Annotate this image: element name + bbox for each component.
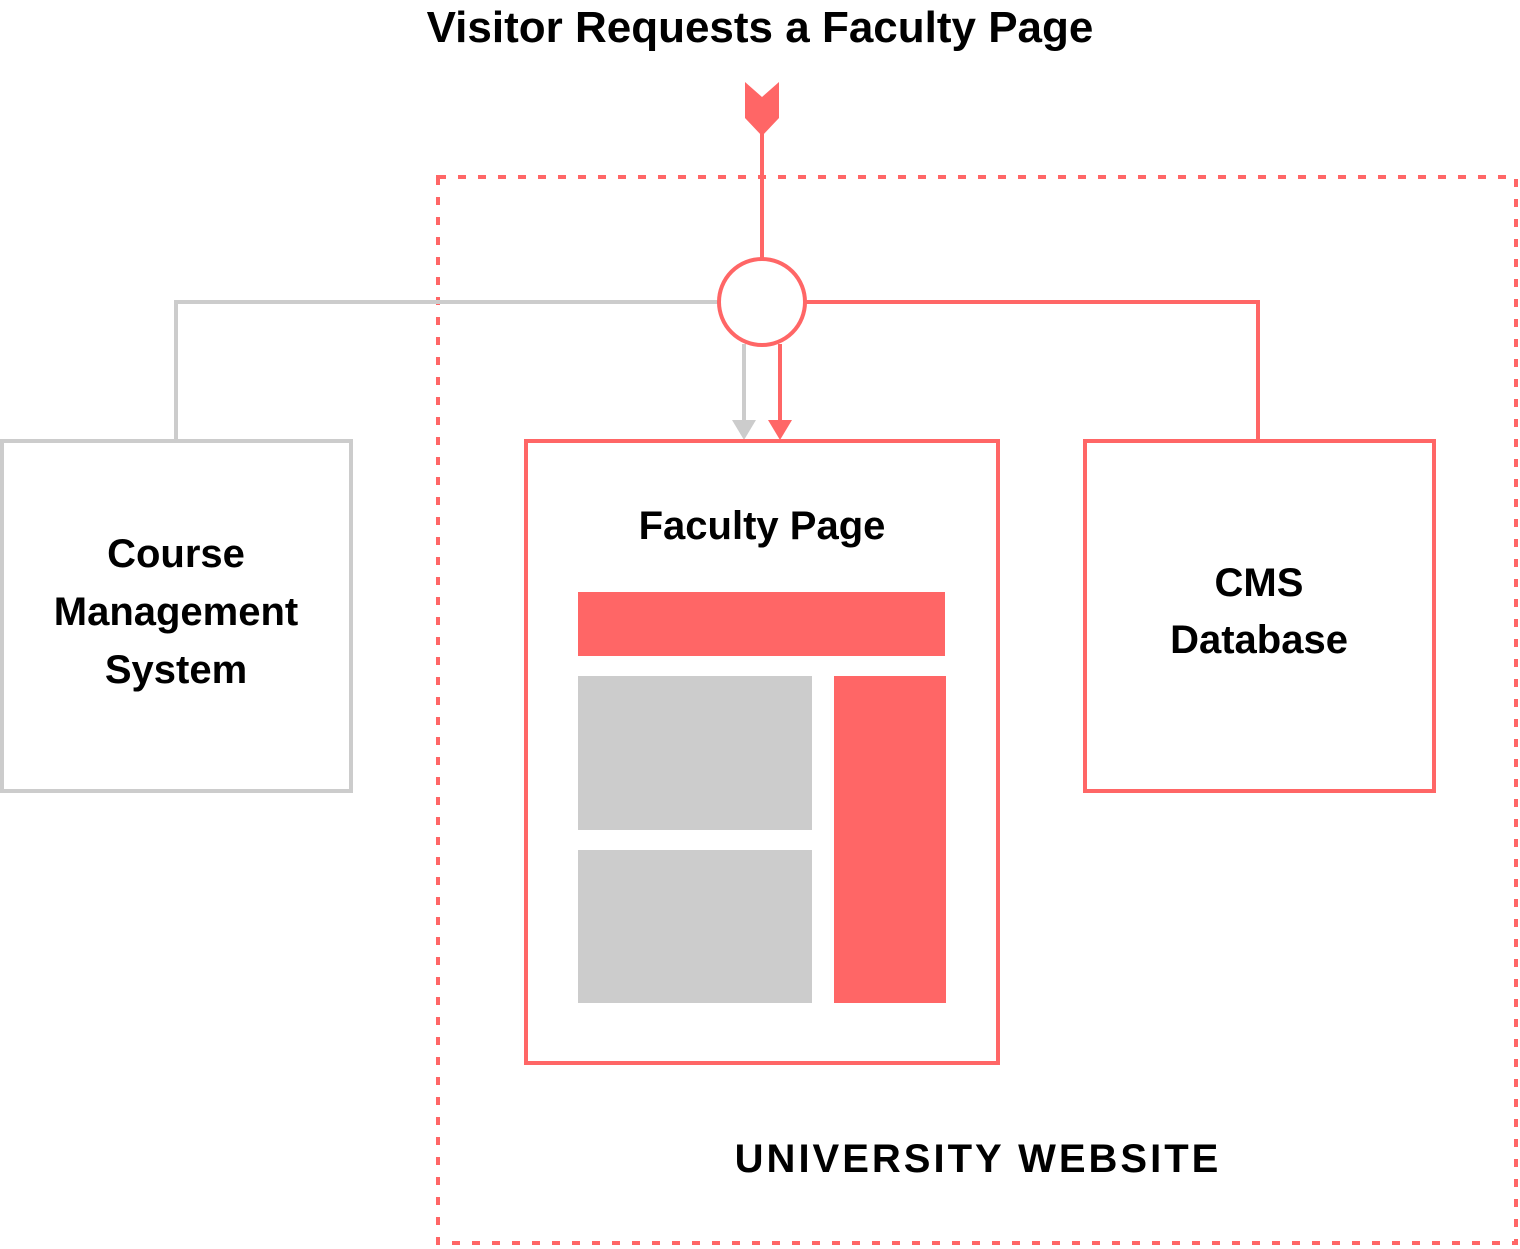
page-sidebar-block <box>834 676 946 1003</box>
course-management-label-line1: Course <box>107 532 245 576</box>
page-header-block <box>578 592 945 656</box>
university-website-label: UNIVERSITY WEBSITE <box>735 1137 1222 1181</box>
page-content-block-2 <box>578 850 812 1003</box>
visitor-request-arrow-icon <box>745 82 779 136</box>
faculty-page-node: Faculty Page <box>524 439 1000 1065</box>
faculty-page-label: Faculty Page <box>639 504 886 548</box>
cms-database-label-line2: Database <box>1170 618 1348 662</box>
gray-arrowhead-icon <box>732 420 756 440</box>
course-management-label-line2: Management <box>54 590 299 634</box>
page-content-block-1 <box>578 676 812 830</box>
course-management-connector <box>174 300 718 440</box>
red-arrowhead-icon <box>768 420 792 440</box>
cms-database-label-line1: CMS <box>1215 561 1304 605</box>
hub-node <box>717 257 807 347</box>
university-website-region <box>436 175 1518 1245</box>
cms-database-node: CMS Database <box>1083 439 1436 793</box>
course-management-system-node: Course Management System <box>0 439 353 793</box>
cms-database-connector <box>806 300 1260 440</box>
course-management-label-line3: System <box>105 648 247 692</box>
diagram-title: Visitor Requests a Faculty Page <box>427 3 1094 52</box>
